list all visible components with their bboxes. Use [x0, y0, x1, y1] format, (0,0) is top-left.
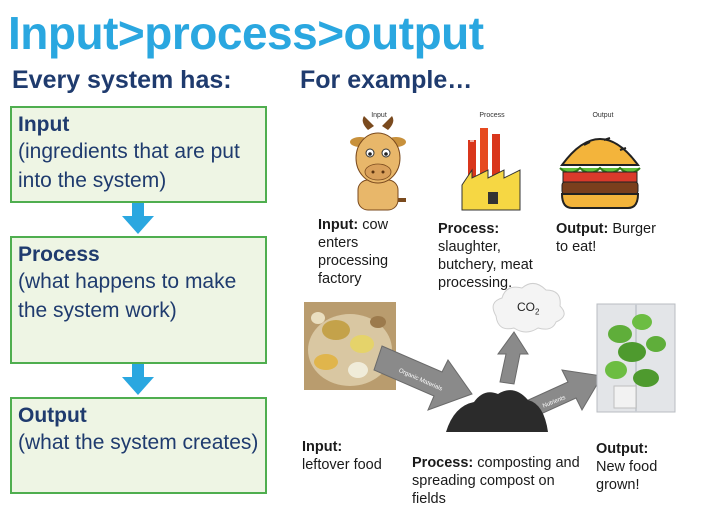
leftover-food-photo [304, 302, 396, 390]
co2-arrow [497, 331, 529, 385]
example-top-input-label: Input: [318, 217, 359, 233]
example-bottom-process-label: Process: [412, 455, 474, 471]
process-box: Process (what happens to make the system… [10, 236, 267, 364]
co2-label: CO2 [517, 300, 539, 316]
compost-pile [446, 390, 548, 432]
example-top-input-text: cow enters processing factory [318, 217, 389, 287]
mini-label-process: Process [479, 112, 505, 119]
flow-arrow-1 [122, 203, 154, 234]
organic-materials-arrow [373, 345, 473, 411]
example-bottom-input-caption: Input: leftover food [302, 438, 402, 474]
example-top-process-caption: Process: slaughter, butchery, meat proce… [438, 220, 558, 292]
example-bottom-process-text: composting and spreading compost on fiel… [412, 455, 580, 507]
output-box: Output (what the system creates) [10, 397, 267, 494]
example-bottom-input-label: Input: [302, 439, 343, 455]
example-top-output-caption: Output: Burger to eat! [556, 220, 672, 256]
factory-icon [461, 128, 521, 211]
example-bottom-output-text: New food grown! [596, 459, 658, 493]
process-box-desc: (what happens to make the system work) [18, 270, 237, 322]
output-box-desc: (what the system creates) [18, 431, 259, 454]
input-box: Input (ingredients that are put into the… [10, 106, 267, 203]
input-box-title: Input [18, 113, 70, 136]
cow-icon [350, 116, 406, 211]
example-bottom-output-caption: Output: New food grown! [596, 440, 686, 494]
right-heading: For example… [300, 66, 473, 94]
example-top-process-text: slaughter, butchery, meat processing. [438, 239, 533, 291]
example-top-output-text: Burger to eat! [556, 221, 656, 255]
process-box-title: Process [18, 243, 100, 266]
page-title: Input>process>output [8, 7, 484, 59]
mini-label-output: Output [592, 112, 614, 119]
example-bottom-process-caption: Process: composting and spreading compos… [412, 454, 582, 508]
plant-photo [596, 303, 676, 413]
input-box-desc: (ingredients that are put into the syste… [18, 140, 240, 192]
mini-label-input: Input [371, 112, 387, 119]
example-bottom-output-label: Output: [596, 441, 649, 457]
flow-arrow-2 [122, 364, 154, 395]
left-heading: Every system has: [12, 66, 232, 94]
example-top-output-label: Output: [556, 221, 609, 237]
example-top-process-label: Process: [438, 221, 500, 237]
example-top-input-caption: Input: cow enters processing factory [318, 216, 418, 288]
co2-cloud [492, 283, 565, 333]
burger-icon [559, 137, 641, 209]
co2-subscript: 2 [535, 307, 540, 317]
example-bottom-input-text: leftover food [302, 457, 382, 473]
output-box-title: Output [18, 404, 87, 427]
co2-main: CO [517, 300, 535, 314]
